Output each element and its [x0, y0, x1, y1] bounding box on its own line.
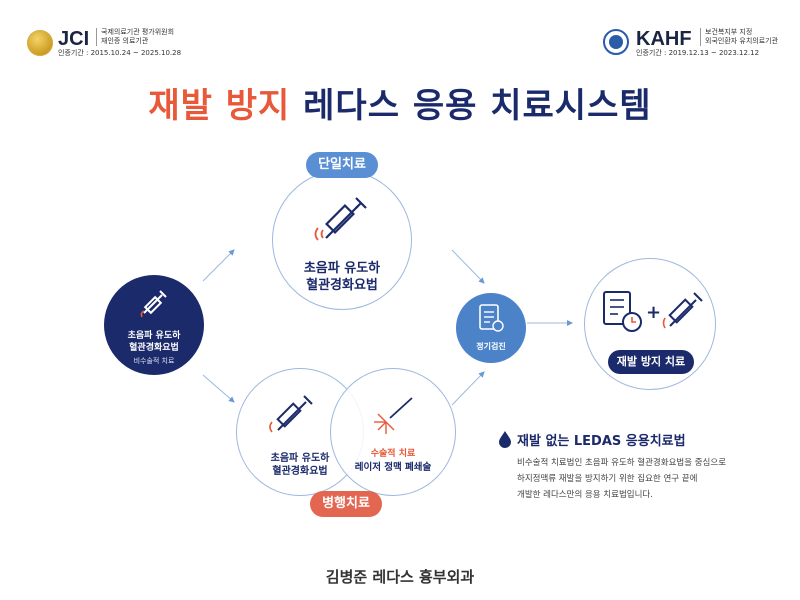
left-node-sub: 비수술적 치료 [133, 357, 175, 365]
combined-laser-icon [374, 397, 413, 434]
single-syringe-icon [314, 197, 367, 241]
left-treatment-node [104, 275, 204, 375]
combined-syringe-icon [269, 395, 313, 433]
footer-clinic-name: 김병준 레다스 흉부외과 [325, 568, 475, 586]
arrow-left-to-combined [202, 374, 235, 403]
left-node-line1: 초음파 유도하 [127, 331, 181, 341]
note-line2: 하지정맥류 재발을 방지하기 위한 집요한 연구 끝에 [517, 474, 698, 484]
jci-name: JCI [58, 28, 90, 50]
jci-period: 인증기간 : 2015.10.24 ~ 2025.10.28 [58, 49, 182, 57]
note-title: 재발 없는 LEDAS 응용치료법 [517, 434, 686, 449]
single-treatment-circle [272, 170, 412, 310]
checklist-icon [479, 304, 504, 332]
combined-right-circle [330, 368, 456, 496]
note-line1: 비수술적 치료법인 초음파 유도하 혈관경화요법을 중심으로 [517, 458, 727, 468]
kahf-description: 보건복지부 지정 외국인환자 유치의료기관 [700, 28, 800, 46]
kahf-logo [603, 29, 629, 55]
result-syringe-icon [662, 292, 703, 329]
single-line2: 혈관경화요법 [306, 278, 378, 293]
kahf-name: KAHF [636, 28, 692, 50]
single-treatment-pill: 단일치료 [306, 152, 378, 178]
arrow-left-to-single [202, 249, 235, 282]
title-main: 레다스 응용 치료시스템 [303, 86, 652, 126]
left-syringe-icon [140, 290, 167, 318]
drop-icon [499, 431, 511, 448]
left-node-line2: 혈관경화요법 [129, 343, 179, 353]
combined-right-line2: 레이저 정맥 폐쇄술 [354, 462, 432, 473]
single-treatment-label: 초음파 유도하 혈관경화요법 [272, 260, 412, 294]
note-line3: 개발한 레다스만의 응용 치료법입니다. [517, 490, 653, 500]
combined-left-line2: 혈관경화요법 [272, 466, 328, 477]
left-node-label: 초음파 유도하 혈관경화요법 [104, 330, 204, 354]
kahf-period: 인증기간 : 2019.12.13 ~ 2023.12.12 [636, 49, 760, 57]
jci-desc-line1: 국제의료기관 평가위원회 [101, 28, 175, 36]
combined-left-line1: 초음파 유도하 [270, 453, 330, 464]
jci-description: 국제의료기관 평가위원회 재인증 의료기관 [96, 28, 211, 46]
checklist-clock-icon [603, 291, 642, 332]
single-line1: 초음파 유도하 [303, 261, 381, 276]
jci-logo [27, 30, 53, 56]
result-label: 재발 방지 치료 [608, 350, 694, 374]
note-body: 비수술적 치료법인 초음파 유도하 혈관경화요법을 중심으로 하지정맥류 재발을… [517, 455, 757, 503]
combined-treatment-pill: 병행치료 [310, 491, 382, 517]
checkup-label: 정기검진 [476, 342, 506, 351]
arrow-combined-to-checkup [451, 371, 485, 406]
plus-sign: + [646, 302, 662, 323]
kahf-desc-line1: 보건복지부 지정 [705, 28, 753, 36]
page-title: 재발 방지 레다스 응용 치료시스템 [0, 78, 800, 127]
kahf-desc-line2: 외국인환자 유치의료기관 [705, 37, 779, 45]
title-accent: 재발 방지 [148, 86, 304, 126]
combined-left-label: 초음파 유도하 혈관경화요법 [240, 452, 360, 478]
arrow-single-to-checkup [451, 249, 485, 284]
combined-right-line1: 수술적 치료 [370, 449, 416, 459]
jci-desc-line2: 재인증 의료기관 [101, 37, 149, 45]
